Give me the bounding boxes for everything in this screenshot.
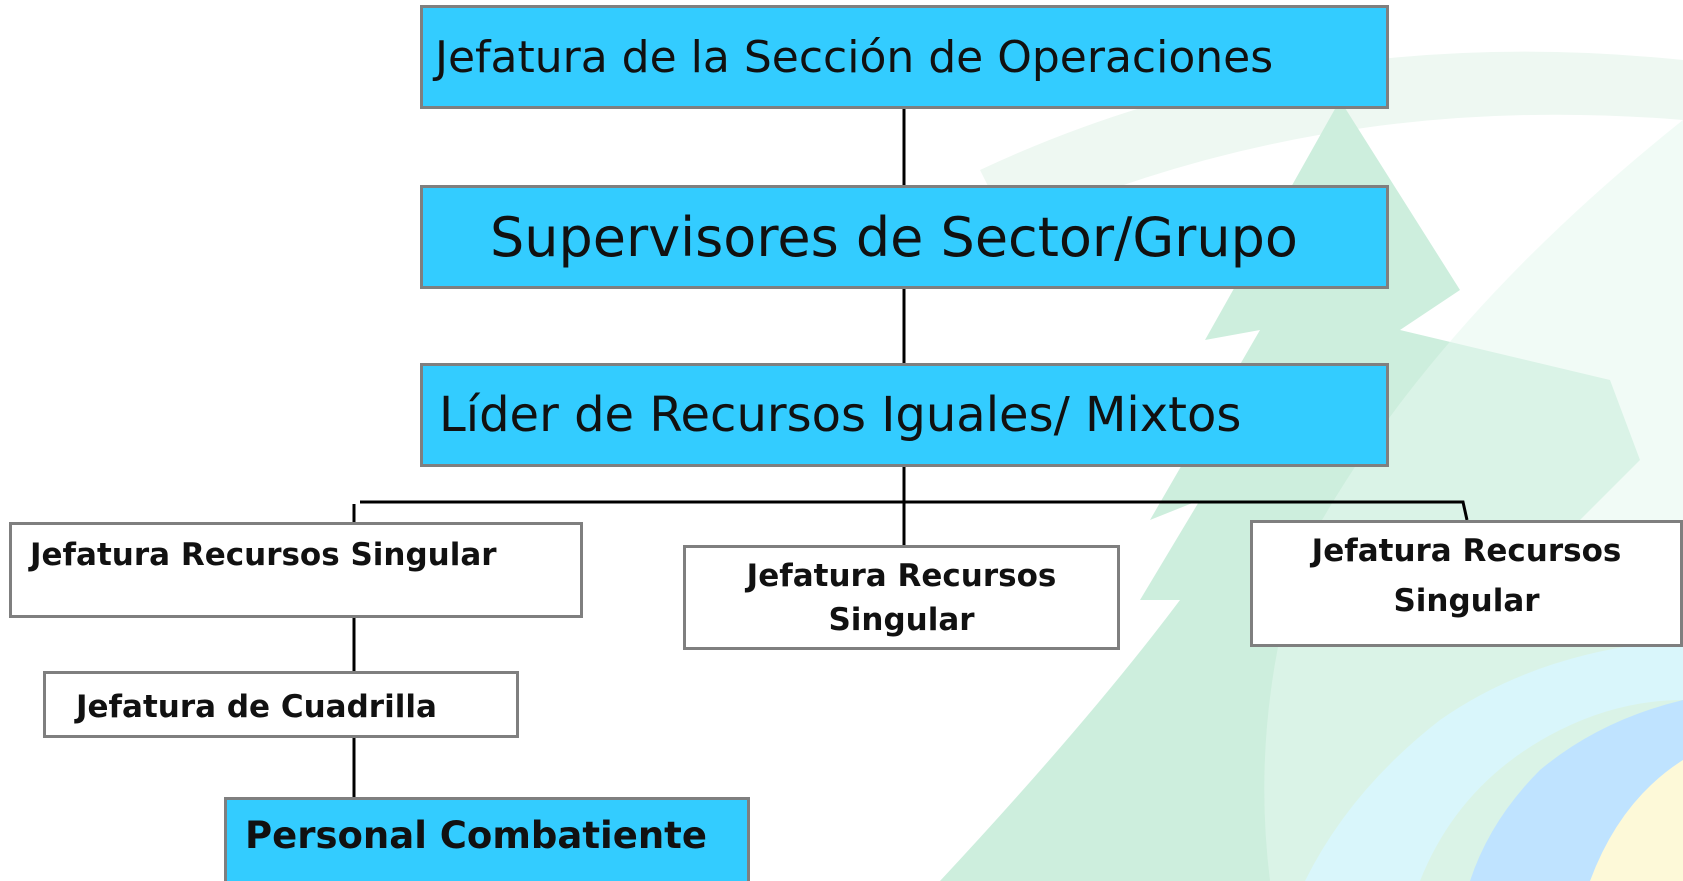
node-supervisores-sector-grupo: Supervisores de Sector/Grupo [420,185,1389,289]
node-jefatura-seccion-operaciones: Jefatura de la Sección de Operaciones [420,5,1389,109]
node-label: Líder de Recursos Iguales/ Mixtos [439,387,1242,443]
node-label-line2: Singular [828,601,975,638]
node-personal-combatiente: Personal Combatiente [224,797,750,881]
node-label-line1: Jefatura Recursos [1311,533,1622,569]
connector-horizontal-bus [360,500,1469,521]
watermark-yellow-band [1590,760,1683,881]
node-label-line1: Jefatura Recursos [746,557,1057,594]
node-jefatura-recursos-singular-middle: Jefatura Recursos Singular [683,545,1120,650]
node-label: Jefatura Recursos Singular [30,537,497,573]
node-label-group: Jefatura Recursos Singular [1312,523,1622,623]
node-label-group: Jefatura Recursos Singular [747,554,1057,642]
node-label: Jefatura de la Sección de Operaciones [435,31,1274,83]
node-jefatura-recursos-singular-left: Jefatura Recursos Singular [9,522,583,618]
watermark-light-arc [980,51,1683,230]
node-label: Supervisores de Sector/Grupo [490,205,1298,269]
watermark-river-outer [1305,640,1683,881]
node-jefatura-recursos-singular-right: Jefatura Recursos Singular [1250,520,1683,647]
node-label-line2: Singular [1393,583,1540,619]
node-label: Jefatura de Cuadrilla [76,688,437,725]
node-label: Personal Combatiente [245,814,707,857]
node-jefatura-cuadrilla: Jefatura de Cuadrilla [43,671,519,738]
node-lider-recursos: Líder de Recursos Iguales/ Mixtos [420,363,1389,467]
